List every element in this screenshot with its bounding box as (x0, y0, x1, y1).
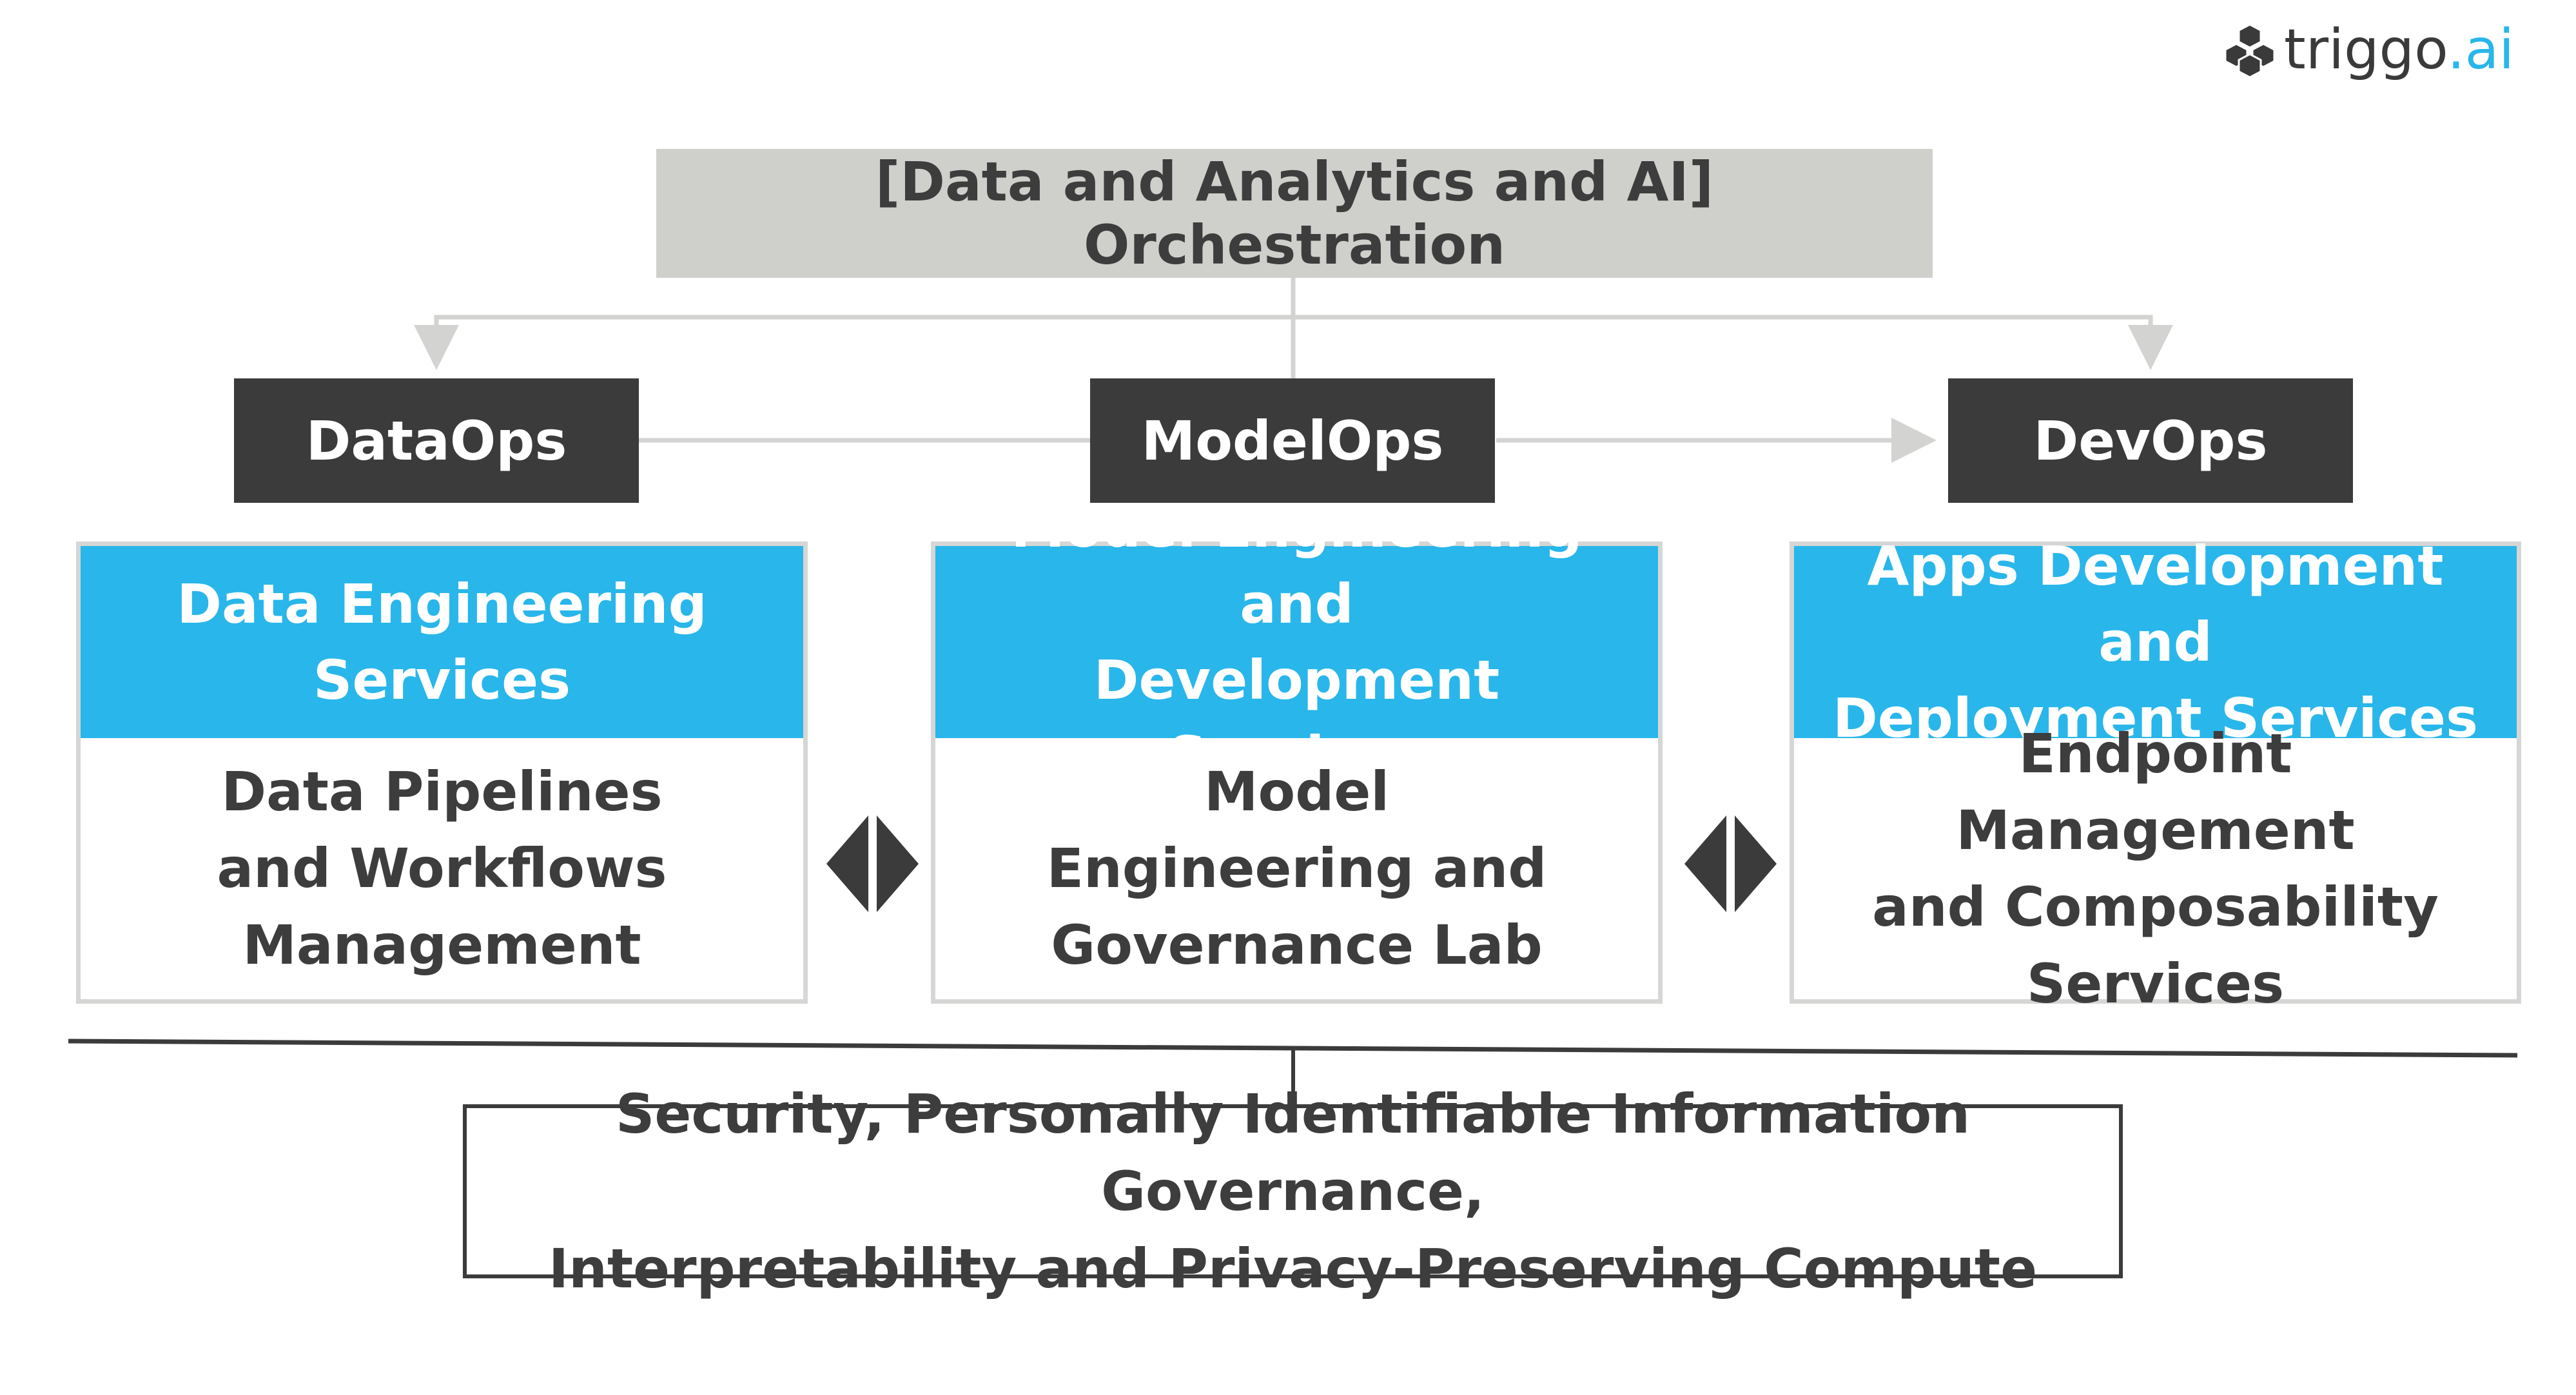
logo-brand-text: triggo (2284, 17, 2448, 82)
orchestration-to-dataops-line (414, 315, 1293, 370)
security-governance-box: Security, Personally Identifiable Inform… (463, 1082, 2123, 1300)
modelops-label: ModelOps (1141, 409, 1444, 473)
card-body: Data Pipelines and Workflows Management (217, 760, 667, 977)
card-title: Data Engineering Services (81, 546, 803, 738)
bidirectional-arrow-1 (826, 815, 919, 912)
card-title: Model Engineering and Development Servic… (935, 496, 1658, 788)
orchestration-box: [Data and Analytics and AI] Orchestratio… (656, 149, 1933, 278)
brand-logo: triggo.ai (2221, 14, 2514, 85)
card-body: Model Engineering and Governance Lab (1046, 760, 1547, 977)
dataops-box: DataOps (234, 378, 639, 503)
orchestration-to-devops-line (1293, 315, 2173, 370)
devops-box: DevOps (1948, 378, 2353, 503)
logo-suffix-text: .ai (2447, 17, 2515, 82)
card-title: Apps Development and Deployment Services (1794, 534, 2517, 750)
devops-label: DevOps (2033, 409, 2268, 473)
apps-development-card: Apps Development and Deployment Services… (1790, 534, 2521, 1015)
model-engineering-card: Model Engineering and Development Servic… (931, 496, 1663, 1004)
data-engineering-card: Data Engineering Services Data Pipelines… (76, 541, 808, 1004)
card-body: Endpoint Management and Composability Se… (1872, 721, 2439, 1015)
dataops-label: DataOps (306, 409, 567, 473)
modelops-box: ModelOps (1090, 378, 1495, 503)
orchestration-label: [Data and Analytics and AI] Orchestratio… (875, 150, 1714, 277)
bidirectional-arrow-2 (1684, 815, 1777, 912)
cube-cluster-icon (2224, 23, 2276, 79)
footer-label: Security, Personally Identifiable Inform… (548, 1082, 2038, 1300)
